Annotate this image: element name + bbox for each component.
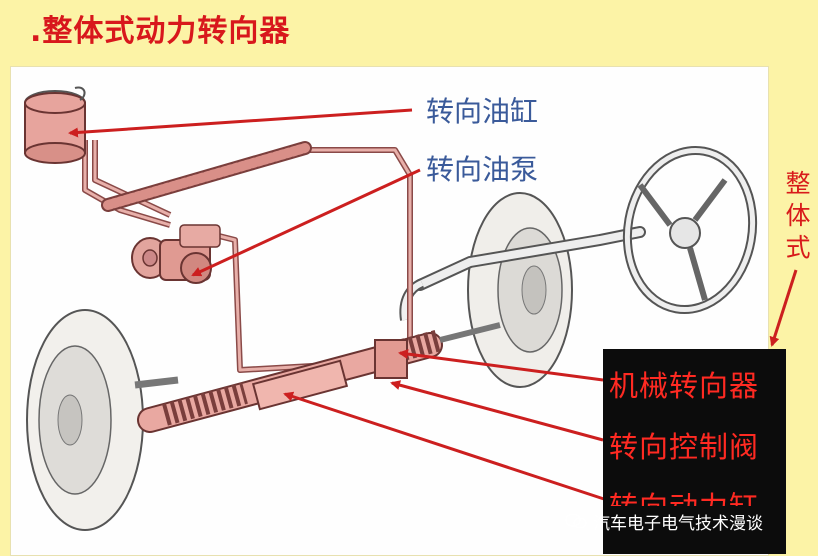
right-wheel [467,192,573,388]
side-label: 整 体 式 [784,168,812,264]
side-label-char: 体 [785,201,811,230]
label-control-valve: 转向控制阀 [609,430,760,464]
watermark: 汽车电子电气技术漫谈 [565,509,763,534]
steering-rack [137,322,501,433]
pressure-hose [101,141,312,212]
side-label-char: 整 [785,169,811,198]
fluid-pipes [82,140,413,373]
power-steering-pump [131,224,221,284]
side-label-char: 式 [785,233,811,262]
label-steering-gear: 机械转向器 [609,369,760,403]
component-label-box [603,349,786,554]
label-power-cylinder: 转向动力缸 [609,484,759,506]
chat-icon [565,513,587,529]
left-wheel [26,309,179,531]
pointer-arrows [68,108,798,502]
label-steering-cylinder: 转向油缸 [426,95,539,128]
steering-wheel [622,145,758,315]
label-steering-pump: 转向油泵 [426,153,539,186]
fluid-reservoir [24,86,86,164]
watermark-text: 汽车电子电气技术漫谈 [593,513,763,534]
page-title: .整体式动力转向器 [30,14,291,49]
